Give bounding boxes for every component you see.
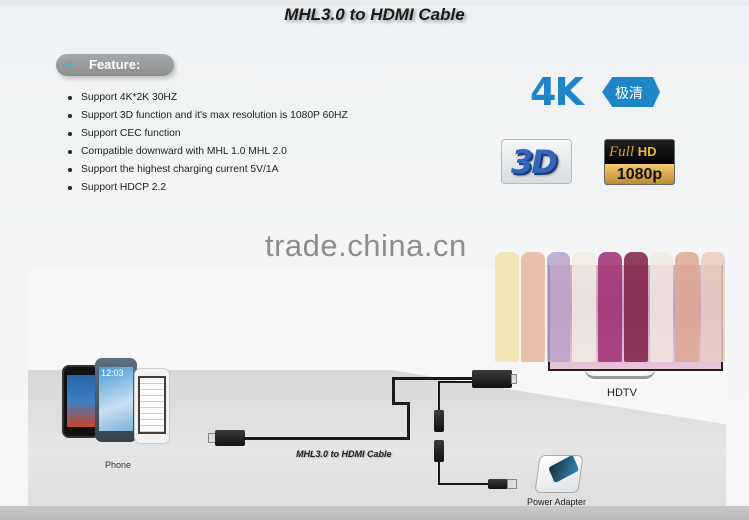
feature-item: Support CEC function: [68, 125, 348, 143]
3d-text: 3D: [511, 143, 558, 181]
feature-item: Support HDCP 2.2: [68, 179, 348, 197]
cable-power: [438, 483, 488, 485]
power-adapter-label: Power Adapter: [527, 497, 587, 507]
hdtv-label: HDTV: [607, 387, 637, 399]
cable-segment: [392, 377, 395, 405]
4k-badge: 4K 极清: [530, 72, 662, 112]
cable-power: [438, 461, 440, 484]
tv-people-image: [495, 252, 726, 362]
full-hd-badge: Full HD 1080p: [604, 139, 675, 185]
top-bar: [0, 0, 749, 6]
feature-label: Feature:: [89, 57, 141, 72]
mhl-connector: [215, 430, 245, 446]
cable-segment: [392, 377, 472, 380]
4k-tag-text: 极清: [615, 86, 643, 102]
sparkle-icon: ✳: [64, 57, 75, 72]
full-hd-top: Full HD: [605, 140, 674, 164]
cable-segment: [407, 402, 410, 440]
feature-item: Support 3D function and it's max resolut…: [68, 107, 348, 125]
cable-branch: [438, 381, 474, 383]
phone-3: [134, 368, 170, 444]
cable-branch: [438, 381, 440, 411]
usb-a-connector: [488, 479, 508, 489]
phones-image: 12:03: [62, 355, 182, 445]
hdmi-tip: [511, 374, 517, 384]
feature-item: Support 4K*2K 30HZ: [68, 89, 348, 107]
feature-list: Support 4K*2K 30HZ Support 3D function a…: [68, 89, 348, 197]
power-adapter-image: [534, 454, 584, 493]
feature-item: Compatible downward with MHL 1.0 MHL 2.0: [68, 143, 348, 161]
3d-badge: 3D: [501, 139, 572, 184]
full-text: Full: [609, 144, 634, 160]
watermark: trade.china.cn: [265, 228, 467, 263]
page-title: MHL3.0 to HDMI Cable: [284, 5, 465, 24]
phone-label: Phone: [105, 460, 132, 470]
resolution-text: 1080p: [605, 164, 674, 184]
usb-a-tip: [507, 479, 517, 489]
cable-label: MHL3.0 to HDMI Cable: [296, 449, 392, 459]
hdmi-connector: [472, 370, 512, 388]
4k-tag: 极清: [602, 77, 660, 107]
feature-item: Support the highest charging current 5V/…: [68, 161, 348, 179]
phone-2: 12:03: [95, 358, 137, 442]
bottom-shade: [0, 506, 749, 520]
4k-text: 4K: [530, 70, 584, 114]
feature-header: ✳ Feature:: [56, 54, 174, 76]
hd-text: HD: [637, 144, 657, 159]
usb-connector-1: [434, 410, 444, 432]
usb-connector-2: [434, 440, 444, 462]
cable-main: [244, 437, 409, 440]
phone-time: 12:03: [101, 368, 124, 378]
cable-segment: [392, 402, 409, 405]
tv-stand: [585, 369, 655, 379]
